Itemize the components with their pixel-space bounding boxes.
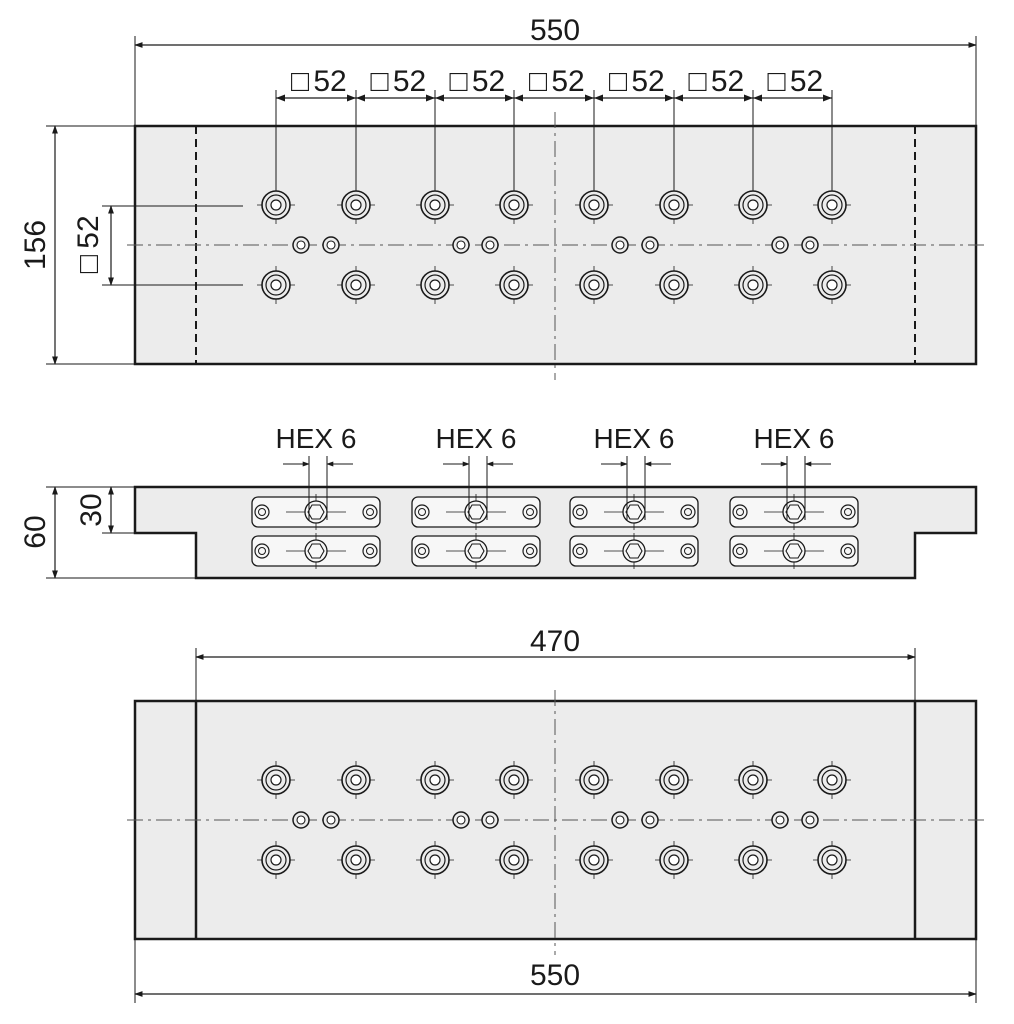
dowel-hole [452,236,470,254]
vertical-pitch-label: 52 [72,215,105,248]
mounting-hole [575,266,613,304]
clamp-slot [569,494,699,530]
top-hole-pattern [257,186,851,304]
mounting-hole [734,266,772,304]
mounting-hole [337,761,375,799]
mounting-hole [655,761,693,799]
mounting-hole [813,186,851,224]
mounting-hole [734,186,772,224]
mounting-hole [495,266,533,304]
mounting-hole [495,841,533,879]
mounting-hole [575,841,613,879]
mounting-hole [495,186,533,224]
dowel-hole [641,236,659,254]
dowel-hole [771,236,789,254]
dowel-hole [292,811,310,829]
mounting-hole [416,841,454,879]
dowel-hole [292,236,310,254]
pitch-symbol: □ [609,65,628,98]
side-step-label: 30 [75,493,108,526]
bottom-width-label: 550 [530,959,580,992]
top-view: 550 □52□52□52□52□52□52□52 156 □ 52 [19,14,985,380]
dowel-hole [611,811,629,829]
mounting-hole [337,186,375,224]
mounting-hole [495,761,533,799]
side-height-label: 60 [19,515,52,548]
dowel-hole [322,811,340,829]
mounting-hole [337,841,375,879]
hex-callouts: HEX 6 HEX 6 HEX 6 HEX 6 [276,423,835,520]
mounting-hole [655,266,693,304]
dowel-hole [801,236,819,254]
dowel-hole [481,811,499,829]
mounting-hole [813,761,851,799]
top-width-label: 550 [530,14,580,47]
mounting-hole [416,186,454,224]
side-slot-pattern [251,494,859,569]
pitch-symbol: □ [767,65,786,98]
bottom-hole-pattern [257,761,851,879]
pitch-label: 52 [472,65,505,98]
hex-callout: HEX 6 [276,423,357,520]
bottom-inner-width-label: 470 [530,625,580,658]
pitch-label: 52 [631,65,664,98]
dowel-hole [481,236,499,254]
mounting-hole [734,761,772,799]
mounting-hole [416,761,454,799]
hex-label: HEX 6 [754,423,835,454]
pitch-label: 52 [313,65,346,98]
top-height-label: 156 [19,220,52,270]
dowel-hole [801,811,819,829]
side-view: HEX 6 HEX 6 HEX 6 HEX 6 60 30 [19,423,978,580]
dowel-hole [641,811,659,829]
vertical-pitch-text: □ 52 [72,215,105,273]
dowel-hole [322,236,340,254]
mounting-hole [813,266,851,304]
mounting-hole [416,266,454,304]
bottom-view: 470 550 [127,625,985,1003]
pitch-symbol: □ [688,65,707,98]
hex-callout: HEX 6 [754,423,835,520]
dowel-hole [452,811,470,829]
mounting-hole [734,841,772,879]
mounting-hole [257,186,295,224]
mounting-hole [257,266,295,304]
mounting-hole [655,841,693,879]
pitch-dimension-chain: □52□52□52□52□52□52□52 [275,65,833,190]
mounting-hole [655,186,693,224]
dowel-hole [771,811,789,829]
mounting-hole [813,841,851,879]
hex-label: HEX 6 [276,423,357,454]
pitch-label: 52 [790,65,823,98]
pitch-symbol: □ [370,65,389,98]
pitch-label: 52 [393,65,426,98]
hex-label: HEX 6 [594,423,675,454]
hex-label: HEX 6 [436,423,517,454]
clamp-slot [251,533,381,569]
pitch-symbol: □ [449,65,468,98]
clamp-slot [729,533,859,569]
clamp-slot [251,494,381,530]
clamp-slot [569,533,699,569]
vertical-pitch-symbol: □ [72,254,105,273]
pitch-label: 52 [711,65,744,98]
mounting-hole [575,761,613,799]
mounting-hole [575,186,613,224]
pitch-symbol: □ [291,65,310,98]
clamp-slot [411,533,541,569]
mounting-hole [257,761,295,799]
clamp-slot [729,494,859,530]
hex-callout: HEX 6 [436,423,517,520]
mounting-hole [257,841,295,879]
clamp-slot [411,494,541,530]
pitch-symbol: □ [529,65,548,98]
hex-callout: HEX 6 [594,423,675,520]
mounting-hole [337,266,375,304]
dowel-hole [611,236,629,254]
pitch-label: 52 [551,65,584,98]
